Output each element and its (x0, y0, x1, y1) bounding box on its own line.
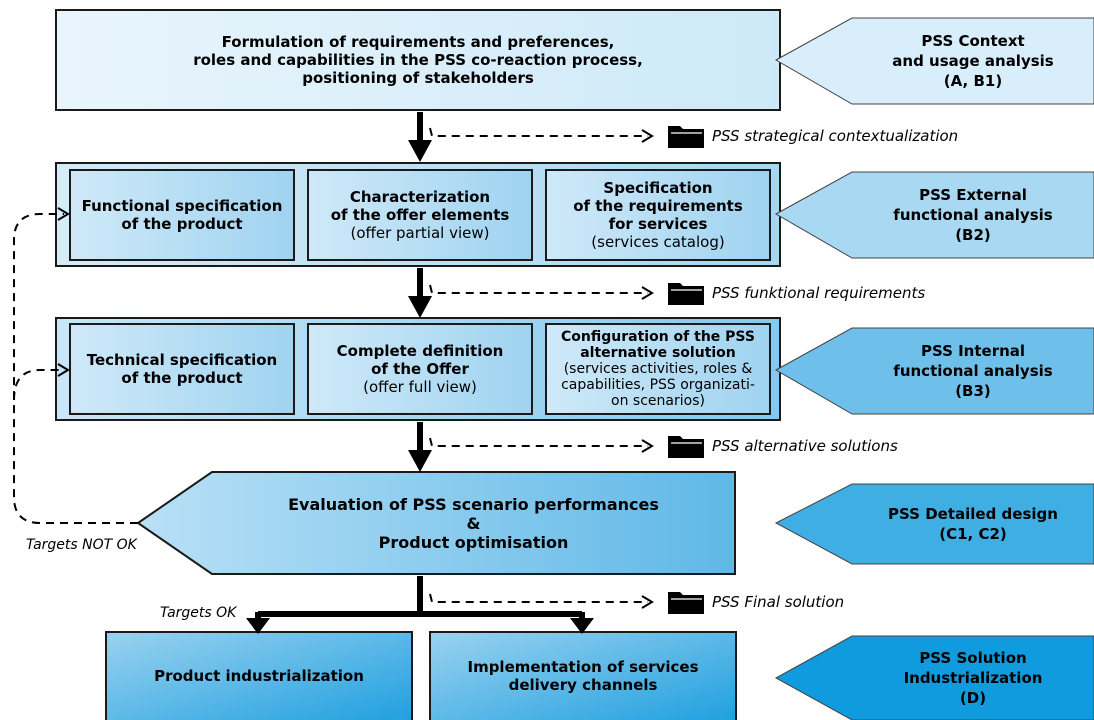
side-label-context: PSS Context and usage analysis (A, B1) (852, 18, 1094, 104)
stage-b2-box1-shape (69, 169, 295, 261)
side-label-industrialization-line1: PSS Solution (919, 649, 1027, 667)
side-label-context-line3: (A, B1) (943, 72, 1003, 90)
side-label-external-line2: functional analysis (893, 206, 1053, 224)
folder-icon-highlight (671, 132, 702, 600)
stage-b2-box1-line2: of the product (121, 215, 243, 233)
feedback-arrowheads (57, 207, 70, 377)
top-box-shape (55, 9, 781, 111)
side-shape-5 (774, 635, 1094, 720)
side-label-external-line3: (B2) (955, 226, 991, 244)
stage-b3-box2: Complete definition of the Offer (offer … (308, 324, 532, 414)
stage-b2-box3-line2: of the requirements (573, 197, 743, 215)
top-box-line1: Formulation of requirements and preferen… (221, 33, 615, 51)
side-shape-3 (774, 327, 1094, 415)
edge-label-targets-ok: Targets OK (160, 605, 237, 621)
stage-b3-box3-line4: capabilities, PSS organizati- (561, 377, 755, 393)
stage-b2-box3: Specification of the requirements for se… (546, 170, 770, 260)
stage-b3-box3-line2: alternative solution (580, 345, 736, 361)
evaluation-line2: & (466, 513, 481, 533)
main-flow-arrows (246, 112, 594, 634)
stage-b3-box3-line5: on scenarios) (611, 393, 705, 409)
stage-b2-box3-line3: for services (608, 215, 708, 233)
stage-b2-box2: Characterization of the offer elements (… (308, 170, 532, 260)
side-shape-4 (774, 483, 1094, 565)
bottom-left-label: Product industrialization (154, 667, 364, 685)
bottom-left-box: Product industrialization (106, 632, 412, 720)
stage-b2-box2-line2: of the offer elements (330, 206, 510, 224)
bottom-right-line1: Implementation of services (467, 658, 699, 676)
stage-b3-box2-line3: (offer full view) (363, 378, 477, 396)
side-label-internal-line1: PSS Internal (920, 342, 1026, 360)
side-label-detailed-line2: (C1, C2) (939, 525, 1007, 543)
output-label-2: PSS funktional requirements (712, 284, 926, 302)
top-box-line3: positioning of stakeholders (302, 69, 534, 87)
stage-b3-box1-shape (69, 323, 295, 415)
side-label-internal: PSS Internal functional analysis (B3) (852, 328, 1094, 414)
bottom-right-line2: delivery channels (508, 676, 658, 694)
stage-b2-box2-line3: (offer partial view) (350, 224, 490, 242)
side-label-external-line1: PSS External (919, 186, 1027, 204)
evaluation-line3: Product optimisation (378, 532, 569, 552)
stage-b2-box2-line1: Characterization (349, 188, 491, 206)
side-label-detailed: PSS Detailed design (C1, C2) (852, 484, 1094, 564)
output-label-1: PSS strategical contextualization (712, 127, 959, 145)
feedback-loop (13, 213, 138, 524)
stage-b3-box1-line2: of the product (121, 369, 243, 387)
side-label-industrialization-line3: (D) (959, 689, 987, 707)
side-label-industrialization: PSS Solution Industrialization (D) (852, 636, 1094, 720)
stage-b3-box3-line1: Configuration of the PSS (561, 329, 755, 345)
output-label-4: PSS Final solution (712, 593, 845, 611)
side-label-industrialization-line2: Industrialization (903, 669, 1043, 687)
stage-b3-box1-line1: Technical specification (86, 351, 278, 369)
folder-icon (668, 126, 704, 614)
bottom-left-box-shape (105, 631, 413, 720)
side-label-external: PSS External functional analysis (B2) (852, 172, 1094, 258)
stage-b3-box2-line2: of the Offer (371, 360, 469, 378)
stage-b2-box2-shape (307, 169, 533, 261)
side-label-detailed-line1: PSS Detailed design (888, 505, 1058, 523)
stage-b3-box2-shape (307, 323, 533, 415)
output-dashed-arrows (429, 127, 648, 603)
side-label-context-line1: PSS Context (921, 32, 1025, 50)
stage-b3-box3: Configuration of the PSS alternative sol… (546, 324, 770, 414)
side-label-internal-line2: functional analysis (893, 362, 1053, 380)
stage-b3-box3-line3: (services activities, roles & (563, 361, 753, 377)
output-label-3: PSS alternative solutions (712, 437, 898, 455)
stage-b2-box3-shape (545, 169, 771, 261)
side-label-internal-line3: (B3) (955, 382, 991, 400)
stage-b2-box3-line1: Specification (603, 179, 713, 197)
top-box-line2: roles and capabilities in the PSS co-rea… (193, 51, 643, 69)
output-arrowheads (641, 129, 654, 609)
stage-b2-box3-line4: (services catalog) (591, 233, 725, 251)
edge-label-targets-not-ok: Targets NOT OK (26, 537, 137, 553)
bottom-right-box-shape (429, 631, 737, 720)
stage-b2-box1-line1: Functional specification (81, 197, 283, 215)
evaluation-shape (136, 471, 736, 575)
evaluation-box: Evaluation of PSS scenario performances … (212, 472, 735, 574)
bottom-right-box: Implementation of services delivery chan… (430, 632, 736, 720)
stage-b3-box2-line1: Complete definition (336, 342, 504, 360)
side-shape-2 (774, 171, 1094, 259)
side-label-context-line2: and usage analysis (892, 52, 1054, 70)
stage-b3-box1: Technical specification of the product (70, 324, 294, 414)
stage-b3-box3-shape (545, 323, 771, 415)
evaluation-line1: Evaluation of PSS scenario performances (288, 494, 659, 514)
top-box: Formulation of requirements and preferen… (56, 10, 780, 110)
side-shape-1 (774, 17, 1094, 105)
stage-b2-box1: Functional specification of the product (70, 170, 294, 260)
